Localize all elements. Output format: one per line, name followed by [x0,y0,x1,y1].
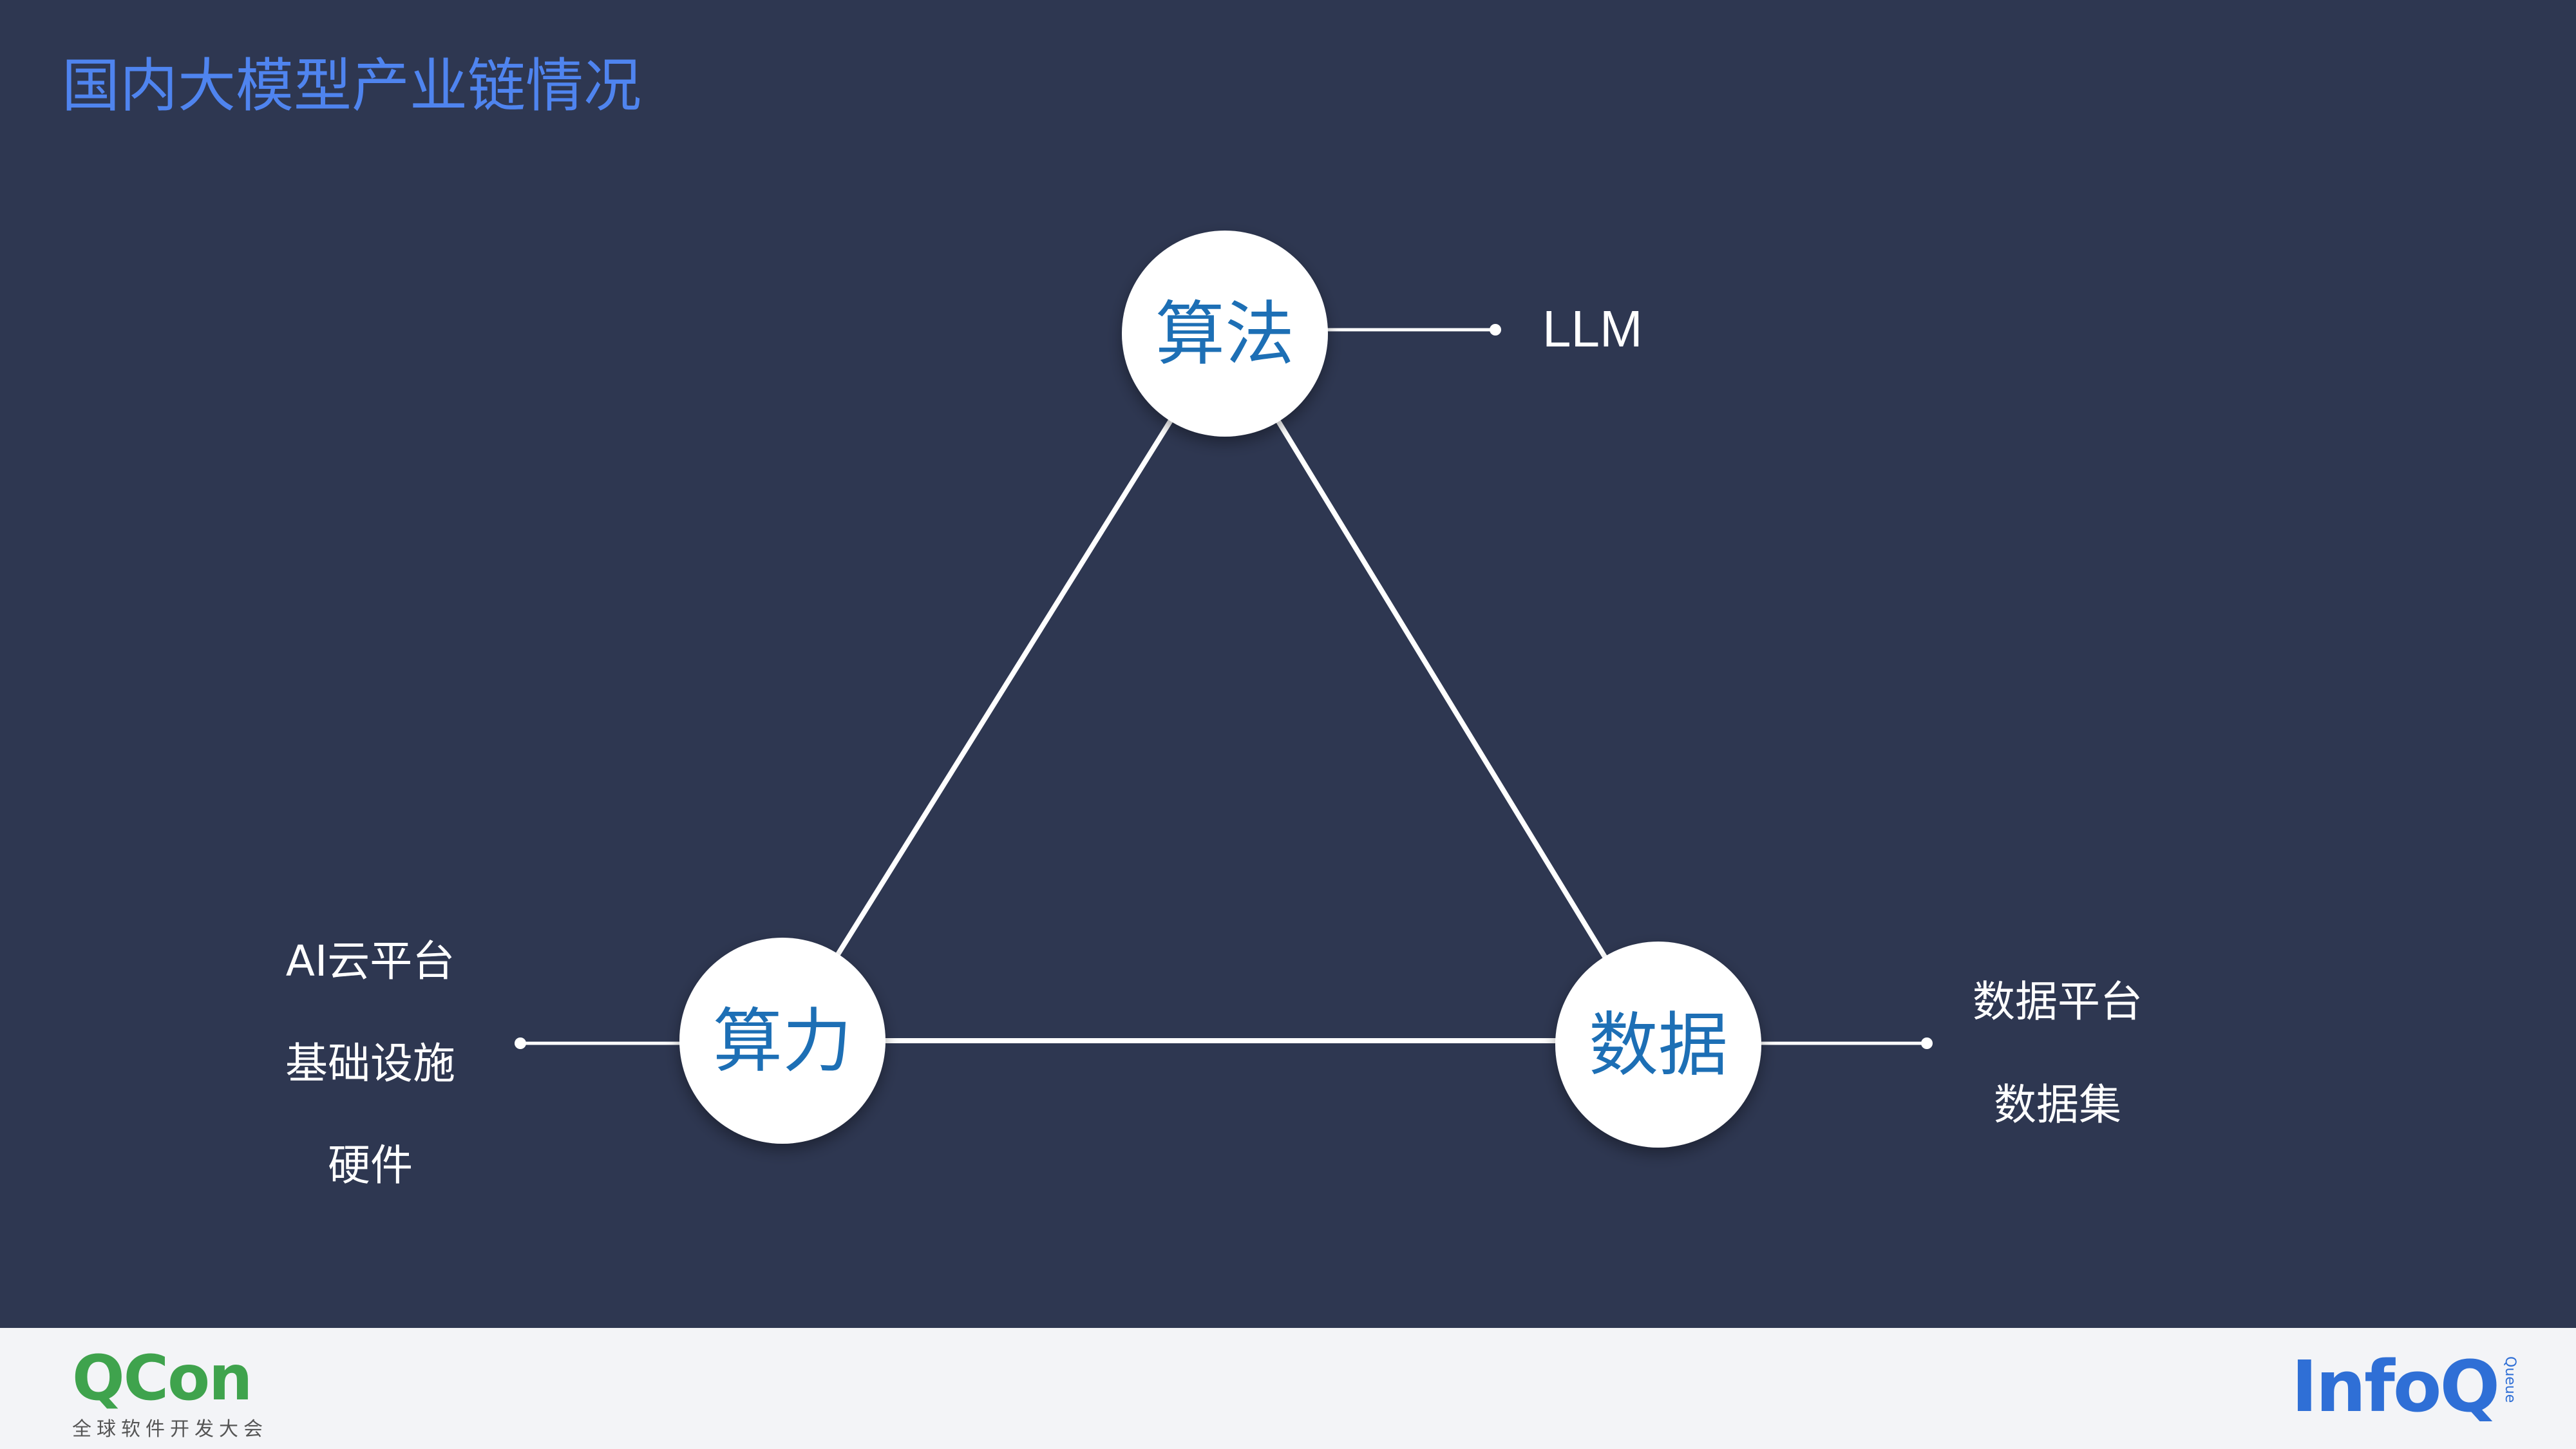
industry-chain-diagram: 算法 算力 数据 LLM AI云平台 基础设施 硬件 数据平台 数据集 [285,231,2143,1190]
data-item-platform: 数据平台 [1973,977,2143,1027]
infoq-logo-text: InfoQ [2291,1345,2500,1428]
connector-llm-dot [1490,324,1501,336]
qcon-logo-text: QCon [72,1342,252,1414]
node-algorithm-label: 算法 [1155,294,1294,375]
page-title: 国内大模型产业链情况 [62,52,641,120]
node-data: 数据 [1555,942,1761,1148]
node-data-label: 数据 [1589,1005,1728,1086]
compute-item-infrastructure: 基础设施 [285,1039,455,1088]
infoq-queue-tag: Queue [2502,1356,2518,1403]
compute-item-ai-cloud: AI云平台 [286,936,455,986]
footer-bar: QCon 全球软件开发大会 InfoQ Queue [0,1328,2576,1449]
edge-algorithm-compute [780,332,1227,1045]
qcon-subtitle: 全球软件开发大会 [72,1418,268,1441]
connector-data-dot [1921,1037,1933,1049]
connector-compute-dot [515,1037,526,1049]
compute-item-hardware: 硬件 [328,1141,413,1190]
algorithm-item-llm: LLM [1542,300,1643,357]
edge-algorithm-data [1222,332,1661,1046]
qcon-logo: QCon 全球软件开发大会 [72,1347,265,1441]
node-compute: 算力 [679,938,886,1144]
infoq-logo: InfoQ Queue [2291,1351,2518,1422]
node-algorithm: 算法 [1122,231,1328,437]
node-compute-label: 算力 [713,1001,852,1082]
data-item-dataset: 数据集 [1994,1080,2121,1130]
